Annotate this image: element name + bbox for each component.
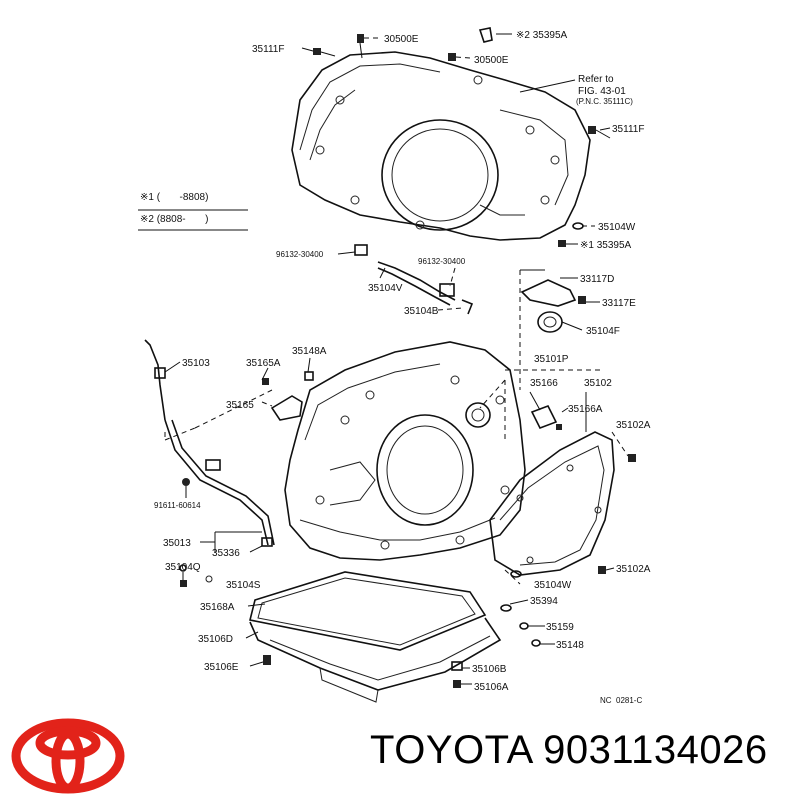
plate-35166: [530, 404, 562, 430]
label-96132-b: 96132-30400: [418, 257, 466, 266]
label-35104Q: 35104Q: [165, 562, 201, 573]
legend-box: [138, 209, 248, 231]
side-cover-35102: [489, 431, 636, 578]
oil-pan: [179, 564, 541, 703]
figure-code: NC 0281-C: [600, 696, 642, 705]
bolt-35111F-right: [588, 126, 611, 139]
ref-note-line1: Refer to: [578, 74, 614, 85]
label-35106A: 35106A: [474, 682, 509, 693]
label-30500E-b: 30500E: [474, 55, 509, 66]
label-91611: 91611-60614: [154, 501, 201, 510]
label-35168A: 35168A: [200, 602, 235, 613]
reference-note: Refer to FIG. 43-01 (P.N.C. 35111C): [576, 74, 633, 106]
label-35106E: 35106E: [204, 662, 239, 673]
bolt-30500E-a: [357, 34, 364, 59]
brand-part-number: TOYOTA 9031134026: [370, 728, 768, 772]
bolt-30500E-b: [448, 53, 456, 61]
label-35148: 35148: [556, 640, 584, 651]
ref-note-line2: FIG. 43-01: [578, 86, 626, 97]
label-35104W-bot: 35104W: [534, 580, 572, 591]
bell-housing: [291, 51, 591, 241]
label-35166A: 35166A: [568, 404, 603, 415]
toyota-logo-icon: [11, 718, 125, 794]
bracket-33117: [520, 279, 586, 333]
bolt-35395A-bot: [558, 240, 566, 247]
callout-labels: 35111F 30500E 30500E ※2 35395A 35111F 35…: [154, 30, 651, 693]
label-35148A: 35148A: [292, 346, 327, 357]
washer-35104W-top: [572, 222, 584, 230]
label-35104S: 35104S: [226, 580, 261, 591]
label-35013: 35013: [163, 538, 191, 549]
label-35106D: 35106D: [198, 634, 233, 645]
label-30500E-a: 30500E: [384, 34, 419, 45]
legend-row-1: ※1 ( -8808): [140, 192, 208, 203]
leader-lines: [164, 33, 629, 685]
bolt-35111F-top: [313, 48, 336, 57]
part-35165: [262, 371, 314, 421]
breather-hose: [354, 244, 474, 315]
label-35159: 35159: [546, 622, 574, 633]
ref-note-line3: (P.N.C. 35111C): [576, 97, 633, 106]
label-33117E: 33117E: [602, 298, 636, 309]
label-35394: 35394: [530, 596, 558, 607]
label-33117D: 33117D: [580, 274, 614, 285]
label-35102: 35102: [584, 378, 612, 389]
label-35395A-top: ※2 35395A: [516, 30, 568, 41]
transaxle-case: [284, 341, 526, 561]
label-35102A-top: 35102A: [616, 420, 651, 431]
label-35111F-top: 35111F: [252, 44, 284, 55]
label-35165: 35165: [226, 400, 254, 411]
label-35165A: 35165A: [246, 358, 281, 369]
label-35106B: 35106B: [472, 664, 507, 675]
label-35111F-right: 35111F: [612, 124, 644, 135]
label-35104B: 35104B: [404, 306, 439, 317]
label-35103: 35103: [182, 358, 210, 369]
label-35395A-bot: ※1 35395A: [580, 240, 632, 251]
label-35102A-bot: 35102A: [616, 564, 651, 575]
label-35166: 35166: [530, 378, 558, 389]
label-35104F: 35104F: [586, 326, 620, 337]
label-96132-a: 96132-30400: [276, 250, 324, 259]
clip-35395A-top: [478, 27, 493, 43]
legend-row-2: ※2 (8808- ): [140, 214, 208, 225]
label-35336: 35336: [212, 548, 240, 559]
label-35104V: 35104V: [368, 283, 403, 294]
label-35101P: 35101P: [534, 354, 569, 365]
dipstick: [144, 339, 275, 547]
label-35104W-top: 35104W: [598, 222, 636, 233]
